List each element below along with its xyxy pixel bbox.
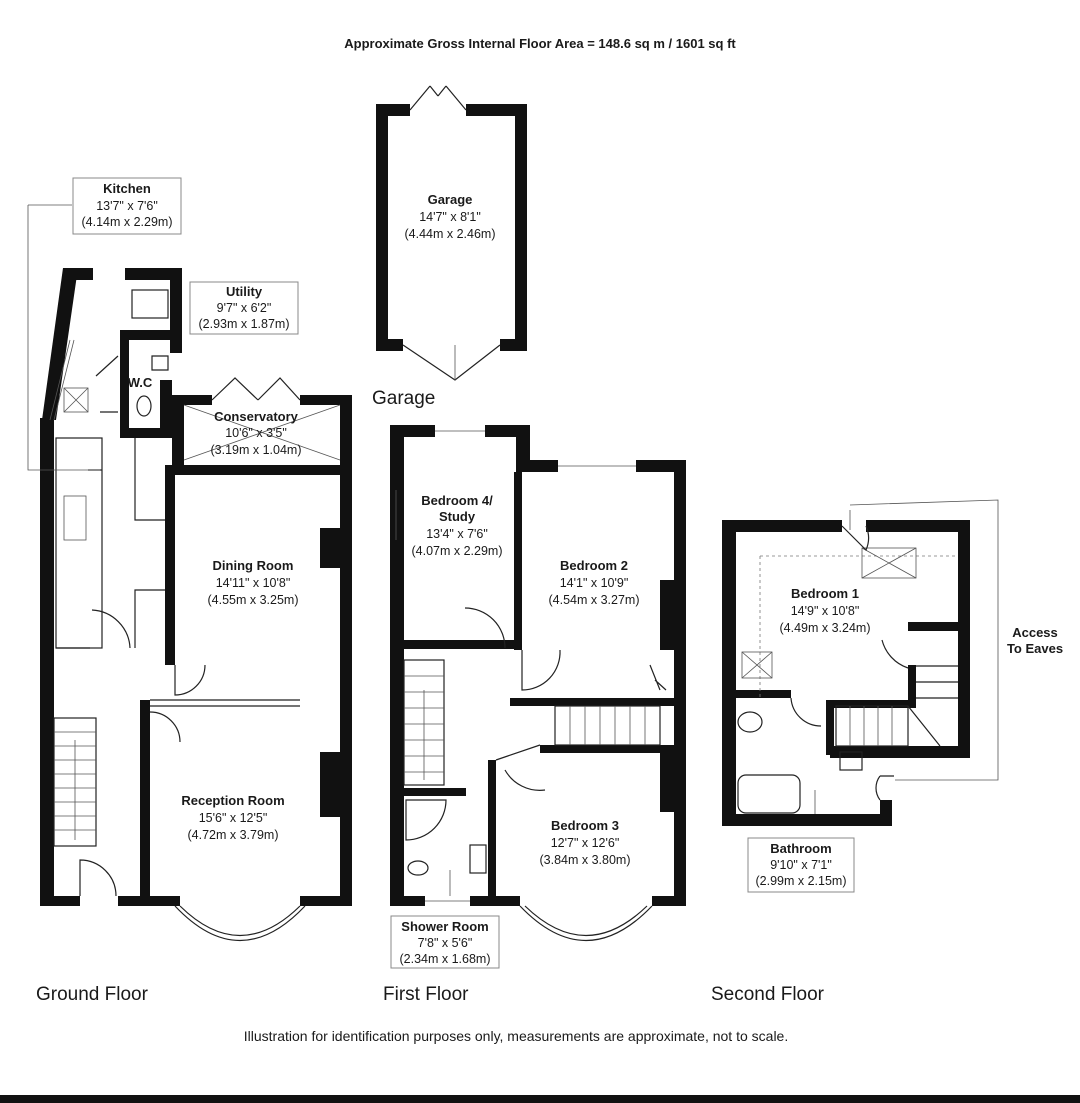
kitchen-imperial: 13'7" x 7'6": [96, 199, 158, 213]
reception-metric: (4.72m x 3.79m): [187, 828, 278, 842]
bathroom-label-box: [747, 837, 855, 893]
bottom-border: [0, 1095, 1080, 1103]
bedroom4-metric: (4.07m x 2.29m): [411, 544, 502, 558]
disclaimer: Illustration for identification purposes…: [244, 1028, 788, 1044]
reception-name: Reception Room: [181, 793, 284, 808]
bedroom3-imperial: 12'7" x 12'6": [551, 836, 620, 850]
ground-floor-plan: [27, 204, 352, 942]
utility-imperial: 9'7" x 6'2": [217, 301, 272, 315]
bedroom1-name: Bedroom 1: [791, 586, 859, 601]
conservatory-name: Conservatory: [214, 409, 299, 424]
conservatory-metric: (3.19m x 1.04m): [210, 443, 301, 457]
shower-imperial: 7'8" x 5'6": [418, 936, 473, 950]
kitchen-name: Kitchen: [103, 181, 151, 196]
bedroom2-imperial: 14'1" x 10'9": [560, 576, 629, 590]
bathroom-imperial: 9'10" x 7'1": [770, 858, 832, 872]
ground-floor-title: Ground Floor: [36, 984, 149, 1005]
bedroom2-name: Bedroom 2: [560, 558, 628, 573]
eaves-line2: To Eaves: [1007, 641, 1063, 656]
first-floor-plan: [390, 425, 686, 942]
first-floor-title: First Floor: [383, 984, 469, 1005]
dining-metric: (4.55m x 3.25m): [207, 593, 298, 607]
utility-metric: (2.93m x 1.87m): [198, 317, 289, 331]
garage-plan: [376, 85, 527, 381]
dining-name: Dining Room: [213, 558, 294, 573]
conservatory-imperial: 10'6" x 3'5": [225, 426, 287, 440]
bathroom-metric: (2.99m x 2.15m): [755, 874, 846, 888]
utility-name: Utility: [226, 284, 263, 299]
bedroom2-metric: (4.54m x 3.27m): [548, 593, 639, 607]
eaves-line1: Access: [1012, 625, 1058, 640]
bedroom4-name-line2: Study: [439, 509, 476, 524]
garage-floor-title: Garage: [372, 388, 435, 409]
kitchen-label-box: [72, 177, 182, 235]
gross-area-title: Approximate Gross Internal Floor Area = …: [344, 36, 736, 51]
bedroom3-metric: (3.84m x 3.80m): [539, 853, 630, 867]
kitchen-metric: (4.14m x 2.29m): [81, 215, 172, 229]
utility-label-box: [189, 281, 299, 335]
second-floor-plan: [722, 499, 999, 826]
garage-imperial: 14'7" x 8'1": [419, 210, 481, 224]
reception-imperial: 15'6" x 12'5": [199, 811, 268, 825]
bedroom1-imperial: 14'9" x 10'8": [791, 604, 860, 618]
bedroom4-imperial: 13'4" x 7'6": [426, 527, 488, 541]
garage-name: Garage: [428, 192, 473, 207]
bedroom1-metric: (4.49m x 3.24m): [779, 621, 870, 635]
bedroom3-name: Bedroom 3: [551, 818, 619, 833]
shower-name: Shower Room: [401, 919, 488, 934]
eaves-label-bg: [1000, 622, 1072, 660]
wc-name: W.C: [128, 375, 153, 390]
shower-metric: (2.34m x 1.68m): [399, 952, 490, 966]
dining-imperial: 14'11" x 10'8": [216, 576, 291, 590]
garage-metric: (4.44m x 2.46m): [404, 227, 495, 241]
bedroom4-name-line1: Bedroom 4/: [421, 493, 493, 508]
shower-label-box: [390, 915, 500, 969]
second-floor-title: Second Floor: [711, 984, 825, 1005]
bathroom-name: Bathroom: [770, 841, 831, 856]
